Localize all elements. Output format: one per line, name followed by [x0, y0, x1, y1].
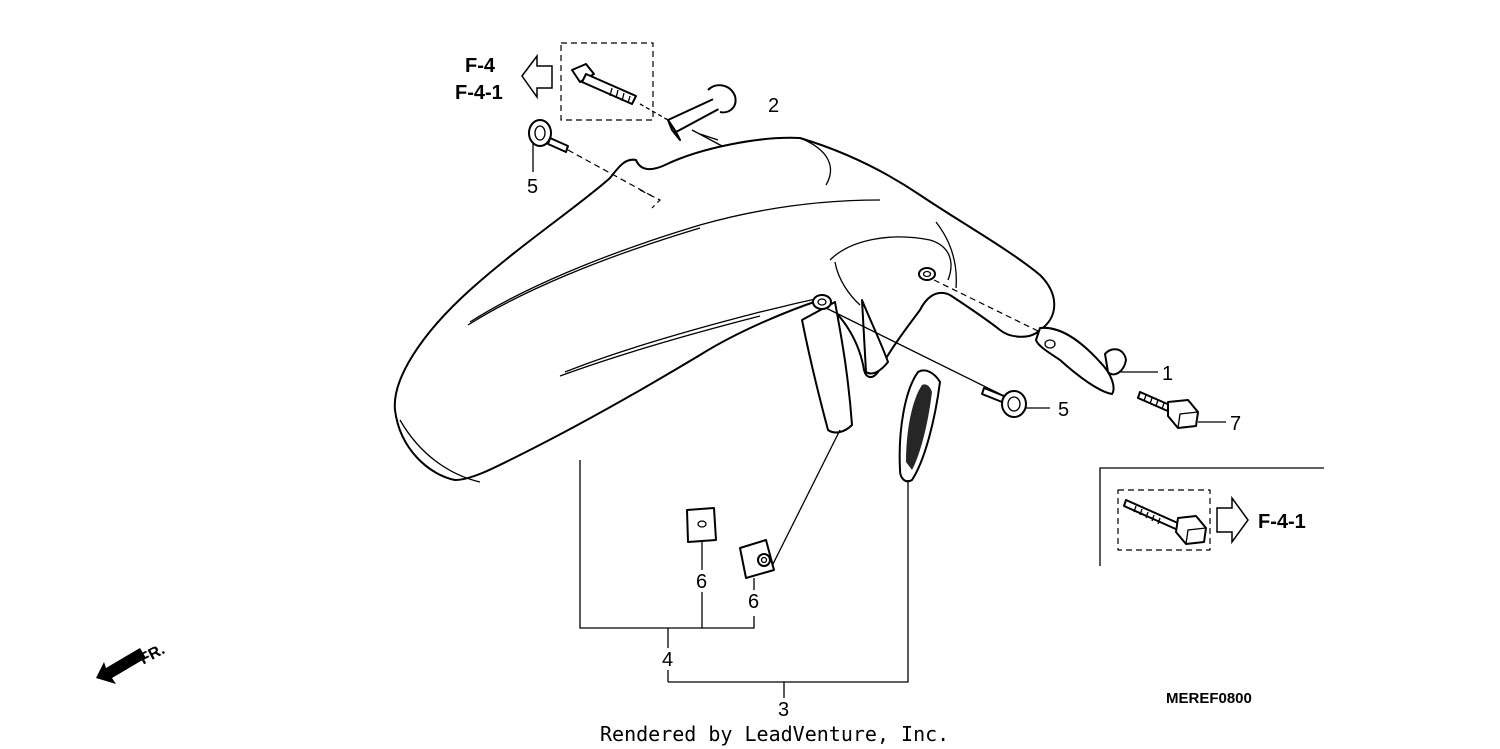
callout-1: 1 — [1162, 363, 1173, 385]
bracket-part-1 — [933, 279, 1127, 395]
callout-2: 2 — [768, 95, 779, 117]
callout-6-right: 6 — [748, 591, 759, 613]
callout-4: 4 — [662, 649, 673, 671]
screw-part-5-middle — [825, 307, 1027, 418]
fender-emblem — [898, 369, 941, 483]
front-direction-arrow-icon — [96, 648, 146, 684]
callout-3: 3 — [778, 699, 789, 721]
callout-6-left: 6 — [696, 571, 707, 593]
callout-5-middle: 5 — [1058, 399, 1069, 421]
clip-nut-part-6-right — [739, 539, 775, 579]
reference-arrow-left-icon — [521, 53, 553, 100]
top-bolt-dashed-box — [560, 42, 654, 121]
top-bolt — [571, 63, 669, 121]
right-reference-panel — [1099, 467, 1324, 566]
render-credit: Rendered by LeadVenture, Inc. — [600, 722, 949, 746]
callout-5-top: 5 — [527, 176, 538, 198]
front-fender — [393, 136, 1056, 483]
ref-top-line1: F-4 — [465, 55, 496, 77]
assembly-bracket-lines — [579, 460, 909, 698]
ref-right: F-4-1 — [1258, 511, 1306, 533]
ref-top-line2: F-4-1 — [455, 82, 503, 104]
flange-bolt-part-7 — [1137, 391, 1199, 429]
reference-arrow-right-icon — [1216, 495, 1249, 545]
diagram-code: MEREF0800 — [1166, 690, 1252, 707]
callout-7: 7 — [1230, 413, 1241, 435]
hose-clamp-part-2 — [667, 84, 737, 147]
screw-part-5-top — [528, 119, 662, 209]
front-marker-label: FR. — [137, 641, 168, 668]
clip-nut-part-6-left — [686, 507, 717, 543]
